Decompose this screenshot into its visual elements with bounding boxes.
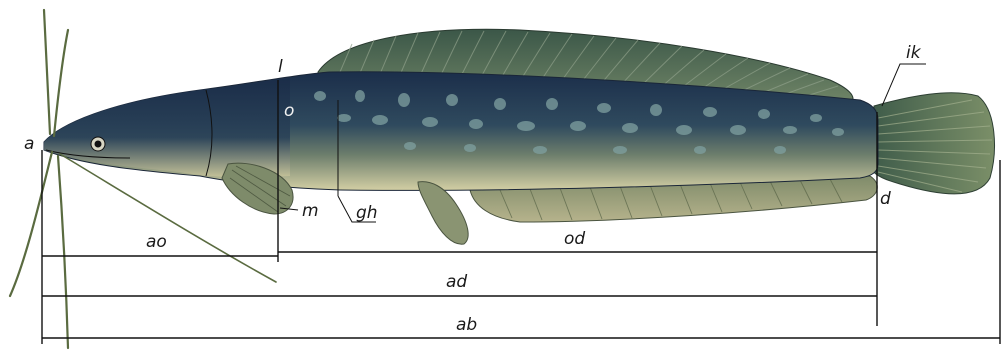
fish-eye (91, 137, 105, 151)
pelvic-fin (418, 182, 468, 245)
label-ab: ab (456, 315, 477, 335)
label-a: a (24, 134, 34, 154)
label-m: m (302, 201, 319, 221)
label-ad: ad (446, 272, 467, 292)
label-d: d (880, 189, 891, 209)
label-gh: gh (356, 203, 378, 223)
caudal-fin (872, 93, 994, 194)
fish-head (44, 78, 290, 177)
label-ao: ao (146, 232, 167, 252)
label-o: o (284, 101, 294, 121)
label-l: l (278, 57, 283, 77)
label-od: od (564, 229, 585, 249)
label-ik: ik (906, 43, 922, 63)
